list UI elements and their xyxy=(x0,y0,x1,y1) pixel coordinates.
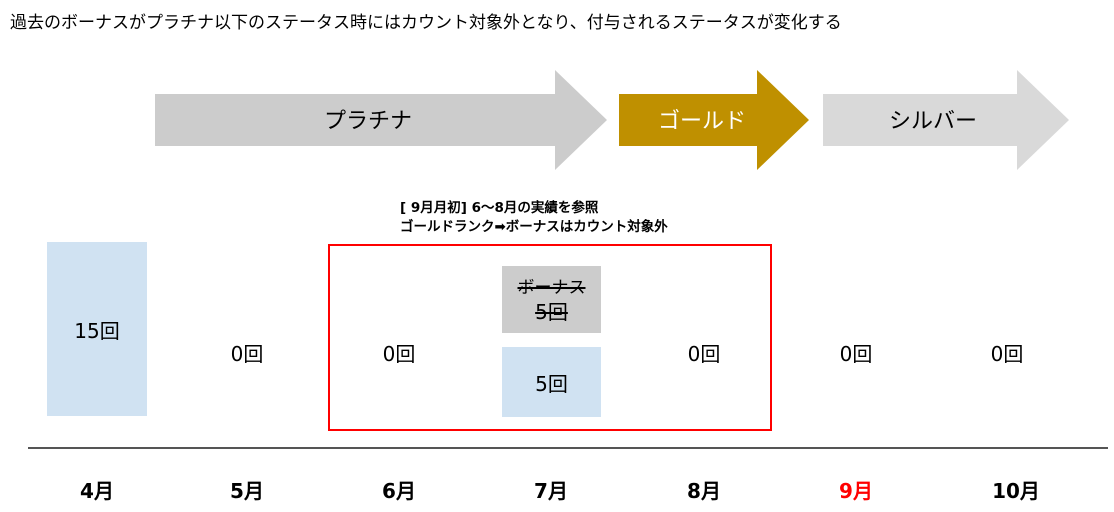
count-box-apr: 15回 xyxy=(47,242,147,416)
count-apr: 15回 xyxy=(74,318,120,343)
page-title: 過去のボーナスがプラチナ以下のステータス時にはカウント対象外となり、付与されるス… xyxy=(10,13,842,33)
month-may: 5月 xyxy=(230,478,264,503)
reference-note: [ 9月月初] 6〜8月の実績を参照 ゴールドランク➡ボーナスはカウント対象外 xyxy=(400,199,668,237)
bonus-label: ボーナス xyxy=(517,277,586,298)
count-sep: 0回 xyxy=(839,341,873,366)
arrow-gold-label: ゴールド xyxy=(658,109,746,134)
month-jul: 7月 xyxy=(534,478,568,503)
month-apr: 4月 xyxy=(80,478,114,503)
note-line-2: ゴールドランク➡ボーナスはカウント対象外 xyxy=(400,219,668,235)
note-line-1: [ 9月月初] 6〜8月の実績を参照 xyxy=(400,200,599,216)
bonus-value: 5回 xyxy=(535,299,568,324)
arrow-silver-label: シルバー xyxy=(889,109,977,134)
month-sep: 9月 xyxy=(839,478,873,503)
count-jul: 5回 xyxy=(535,371,568,396)
count-aug: 0回 xyxy=(687,341,721,366)
count-oct: 0回 xyxy=(990,341,1024,366)
arrow-platinum xyxy=(155,70,607,170)
status-arrows: プラチナ ゴールド シルバー xyxy=(155,70,1069,170)
month-aug: 8月 xyxy=(687,478,721,503)
count-may: 0回 xyxy=(230,341,264,366)
arrow-silver xyxy=(823,70,1069,170)
arrow-platinum-label: プラチナ xyxy=(324,109,412,134)
timeline-axis xyxy=(28,447,1108,449)
count-box-jul: 5回 xyxy=(502,347,601,417)
evaluation-period-frame xyxy=(328,244,772,431)
bonus-box-jul: ボーナス 5回 xyxy=(502,266,601,333)
count-jun: 0回 xyxy=(382,341,416,366)
month-oct: 10月 xyxy=(992,478,1040,503)
arrow-gold xyxy=(619,70,809,170)
month-jun: 6月 xyxy=(382,478,416,503)
